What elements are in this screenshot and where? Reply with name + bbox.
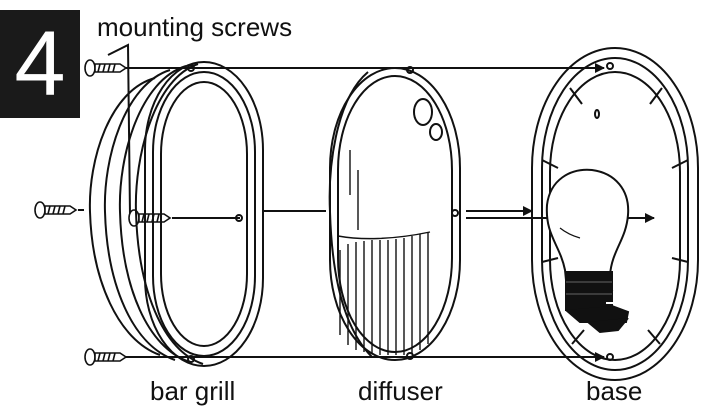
- screw-icon-left: [34, 201, 78, 219]
- step-number: 4: [14, 13, 66, 115]
- diffuser-label: diffuser: [358, 376, 443, 406]
- light-bulb-drawing: [545, 168, 630, 334]
- screw-icon-bottom: [84, 348, 128, 366]
- base-label: base: [586, 376, 643, 406]
- diffuser-drawing: [328, 66, 461, 361]
- mounting-screws-leader: [107, 43, 131, 216]
- screw-icon-top: [84, 59, 128, 77]
- bar-grill-label: bar grill: [150, 376, 236, 406]
- step-badge: 4: [0, 10, 80, 118]
- bar-grill-drawing: [88, 61, 264, 367]
- mounting-screws-label: mounting screws: [97, 12, 293, 42]
